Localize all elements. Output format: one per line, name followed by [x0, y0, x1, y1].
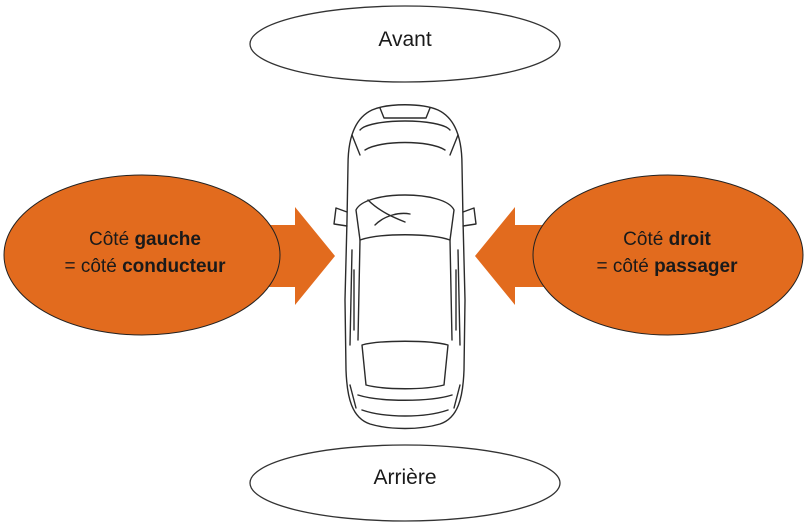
- left-side-role: conducteur: [122, 256, 226, 277]
- front-ellipse: [249, 5, 561, 83]
- left-side-ellipse: [3, 174, 281, 336]
- left-side-line2: = côté conducteur: [64, 256, 226, 277]
- rear-label: Arrière: [250, 466, 560, 490]
- right-side-label: Côté droit = côté passager: [532, 226, 802, 280]
- front-label: Avant: [250, 28, 560, 52]
- left-side-keyword: gauche: [134, 229, 201, 250]
- left-side-line1: Côté gauche: [89, 229, 201, 250]
- right-side-line2: = côté passager: [596, 256, 738, 277]
- left-side-label: Côté gauche = côté conducteur: [10, 226, 280, 280]
- rear-ellipse: [249, 444, 561, 522]
- car-top-view-icon: [333, 104, 477, 430]
- front-label-text: Avant: [378, 28, 432, 51]
- rear-label-text: Arrière: [373, 466, 437, 489]
- right-side-keyword: droit: [668, 229, 711, 250]
- right-side-role: passager: [654, 256, 738, 277]
- right-side-ellipse: [532, 174, 804, 336]
- right-side-line1: Côté droit: [623, 229, 711, 250]
